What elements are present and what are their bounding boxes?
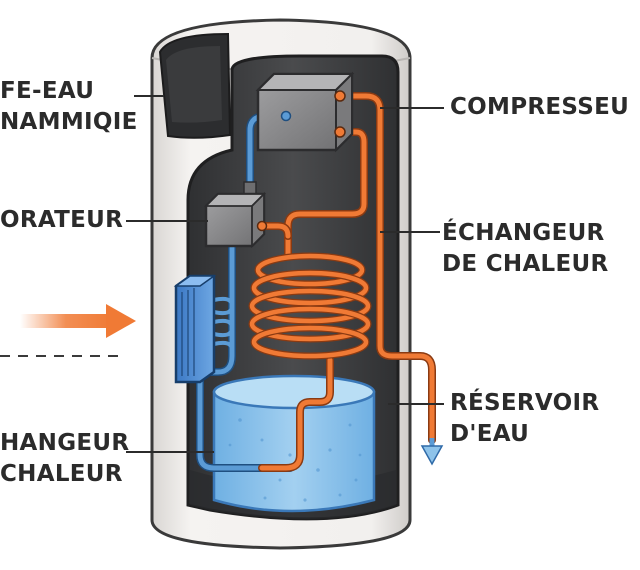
label-evaporateur: ORATEUR [0, 205, 123, 236]
label-chauffe-eau: FE-EAU NAMMIQIE [0, 76, 138, 138]
label-compresseur-text: COMPRESSEU [450, 94, 630, 120]
label-reservoir: RÉSERVOIR D'EAU [450, 388, 599, 450]
hot-refrigerant-pipes [258, 92, 436, 472]
label-echangeur-right: ÉCHANGEUR DE CHALEUR [442, 218, 609, 280]
air-intake-arrow [20, 304, 136, 338]
heat-exchanger-coil [248, 252, 372, 360]
water-outlet-arrow [420, 438, 444, 466]
water-reservoir [212, 374, 376, 513]
label-chauffe-eau-line2: NAMMIQIE [0, 109, 138, 135]
label-reservoir-line1: RÉSERVOIR [450, 390, 600, 416]
label-reservoir-line2: D'EAU [450, 421, 530, 447]
label-chauffe-eau-line1: FE-EAU [0, 78, 95, 104]
label-compresseur: COMPRESSEU [450, 92, 629, 123]
label-echangeur-left-line2: CHALEUR [0, 461, 123, 487]
expansion-valve [203, 181, 268, 249]
label-echangeur-right-line2: DE CHALEUR [442, 251, 609, 277]
label-echangeur-right-line1: ÉCHANGEUR [442, 220, 605, 246]
evaporator-fins [173, 274, 217, 384]
label-echangeur-left-line1: HANGEUR [0, 430, 130, 456]
label-leader-lines [126, 95, 444, 453]
label-echangeur-left: HANGEUR CHALEUR [0, 428, 129, 490]
label-evaporateur-text: ORATEUR [0, 207, 124, 233]
compressor-unit [255, 71, 355, 153]
